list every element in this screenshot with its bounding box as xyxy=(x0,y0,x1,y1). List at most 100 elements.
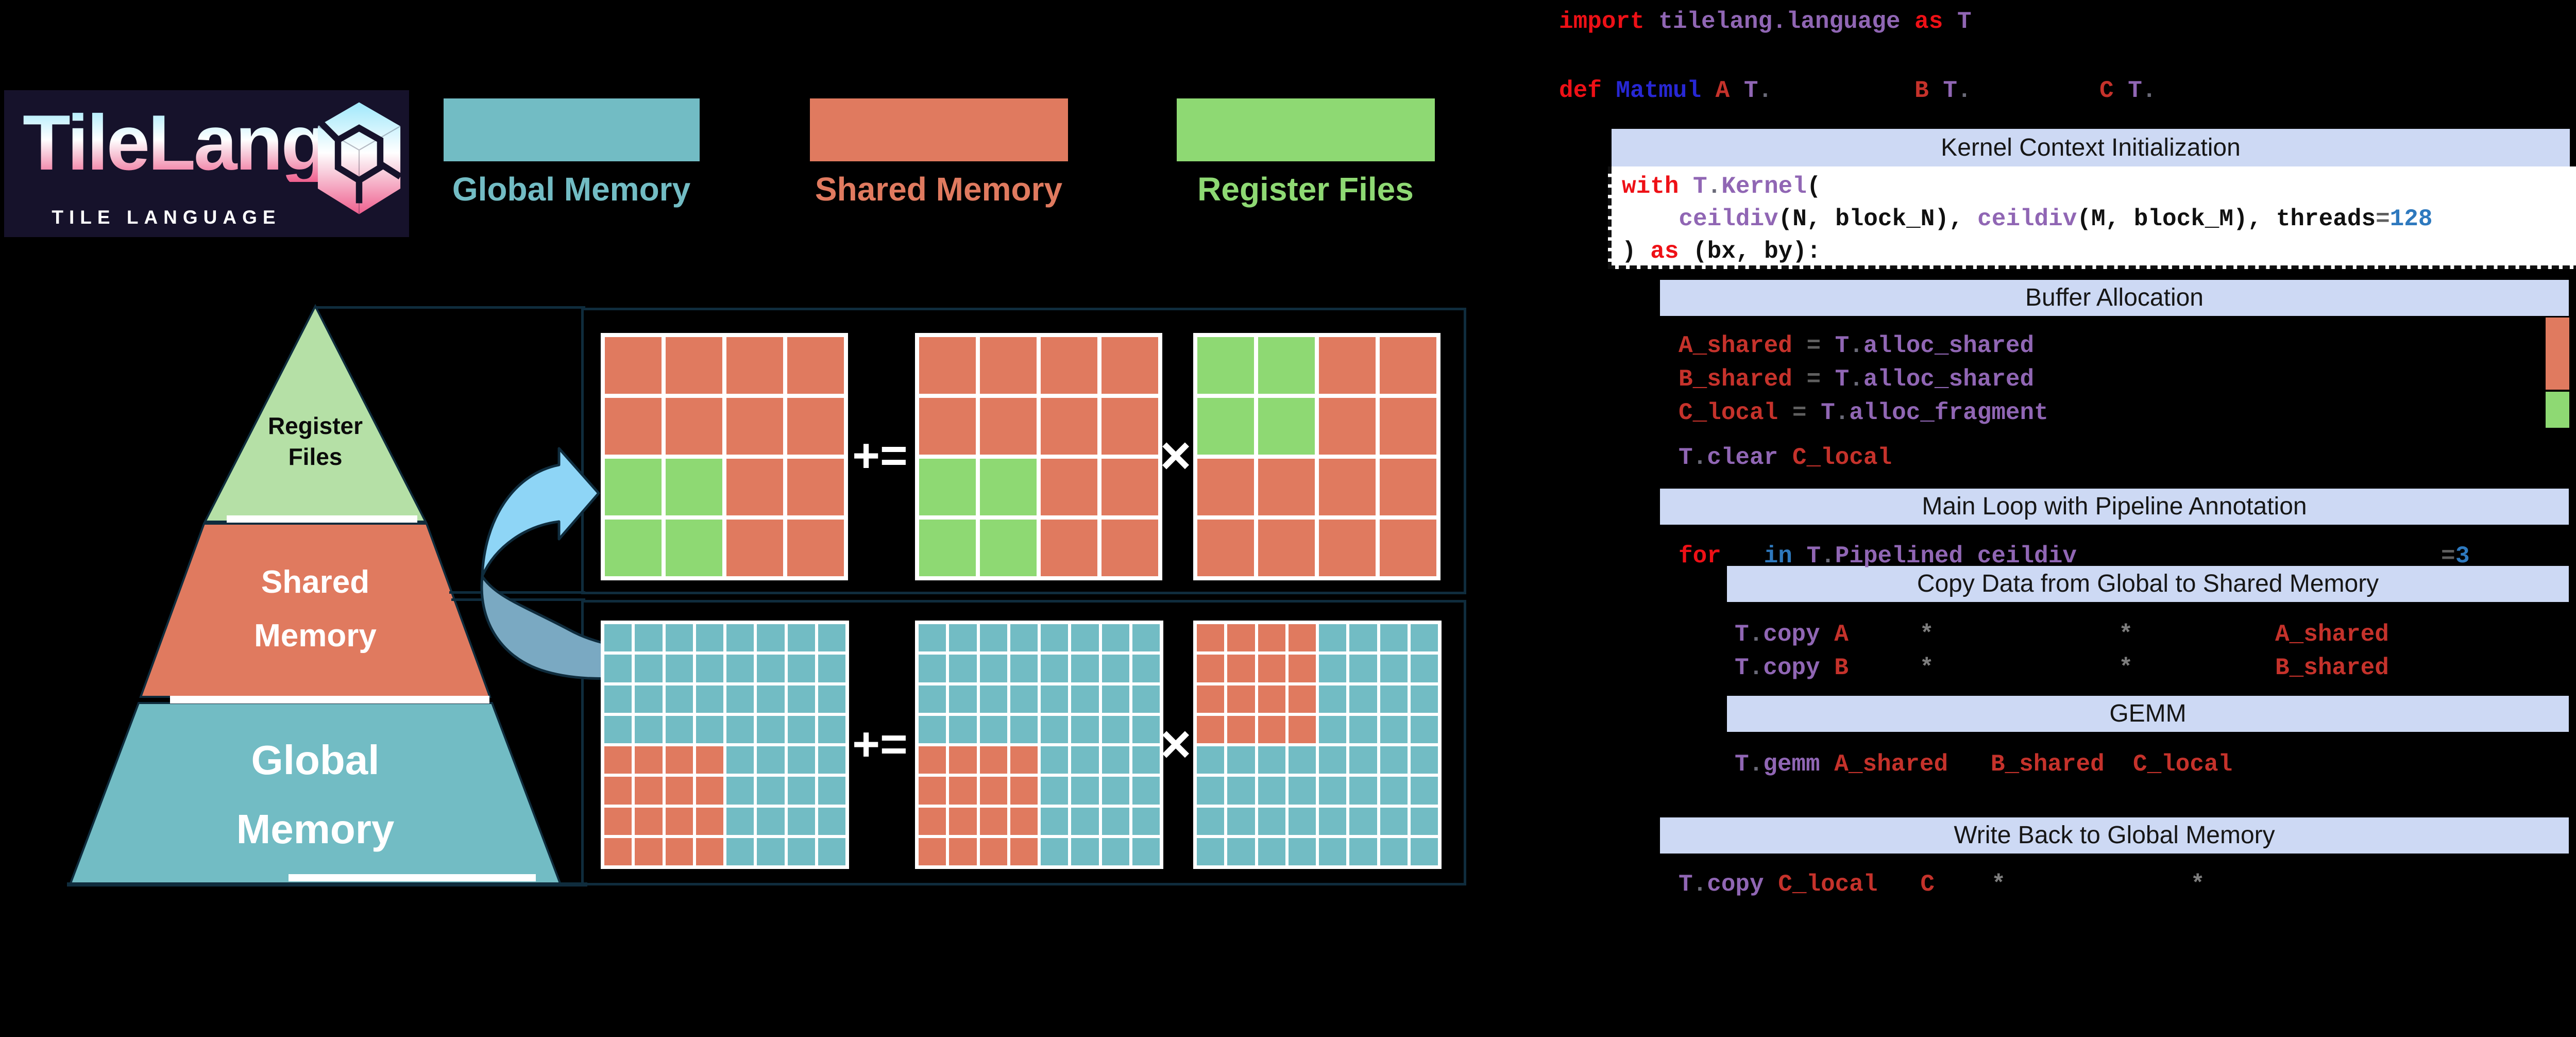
matrix-cell xyxy=(726,807,754,835)
matrix-cell xyxy=(1010,838,1038,865)
matrix-cell xyxy=(949,746,977,774)
matrix-cell xyxy=(666,398,722,455)
matrix-cell xyxy=(1319,746,1347,774)
tier-separator-1 xyxy=(227,515,417,523)
matrix-cell xyxy=(1258,337,1315,394)
kernel-context-code-box xyxy=(1608,166,2576,269)
matrix-cell xyxy=(1380,777,1408,805)
code-token: ceildiv xyxy=(1679,206,1778,232)
code-token xyxy=(1935,871,1991,898)
matrix-cell xyxy=(665,655,693,682)
line-for: for in T.Pipelined ceildiv=3 xyxy=(1679,543,2470,570)
matrix-cell xyxy=(1041,624,1069,652)
matrix-cell xyxy=(1041,685,1069,713)
matrix-cell xyxy=(757,838,785,865)
matrix-cell xyxy=(1227,685,1255,713)
matrix-cell xyxy=(1132,838,1160,865)
matrix-cell xyxy=(1380,459,1436,515)
matrix-cell xyxy=(1132,624,1160,652)
matrix-cell xyxy=(635,777,663,805)
matrix-cell xyxy=(1010,746,1038,774)
matrix-cell xyxy=(787,520,844,576)
header-kernel-context: Kernel Context Initialization xyxy=(1612,129,2570,166)
matrix-cell xyxy=(1319,777,1347,805)
matrix-cell xyxy=(1197,807,1225,835)
matrix-cell xyxy=(818,655,845,682)
code-token: T xyxy=(1943,77,1957,104)
matrix-cell xyxy=(1197,685,1225,713)
code-token: T xyxy=(1735,751,1749,778)
matrix-cell xyxy=(818,746,845,774)
matrix-cell xyxy=(1101,838,1129,865)
code-token: T xyxy=(1821,399,1835,426)
matrix-cell xyxy=(1101,685,1129,713)
tier-separator-2 xyxy=(170,696,489,704)
code-token: 128 xyxy=(2389,206,2433,232)
matrix-cell xyxy=(1380,838,1408,865)
plus-equals-upper: += xyxy=(852,429,908,482)
matrix-cell xyxy=(1349,685,1377,713)
matrix-cell xyxy=(696,838,723,865)
matrix-cell xyxy=(979,807,1007,835)
code-token: * xyxy=(1991,871,2006,898)
line-copy-a: T.copy A * * A_shared xyxy=(1735,621,2389,648)
matrix-cell xyxy=(696,746,723,774)
matrix-cell xyxy=(949,807,977,835)
matrix-cell xyxy=(1010,807,1038,835)
matrix-cell xyxy=(1227,838,1255,865)
code-token: C xyxy=(1920,871,1935,898)
matrix-cell xyxy=(1380,715,1408,743)
code-token: B_shared xyxy=(2275,655,2389,681)
code-token: with xyxy=(1622,173,1693,200)
code-token: import xyxy=(1559,8,1659,35)
code-token: Matmul xyxy=(1616,77,1716,104)
matrix-cell xyxy=(919,624,946,652)
tier-label-line: Register xyxy=(267,412,363,439)
code-token: ceildiv xyxy=(1977,543,2077,570)
legend-swatch-green xyxy=(1177,98,1435,161)
matrix-cell xyxy=(1197,746,1225,774)
code-token: T xyxy=(1693,173,1707,200)
matrix-cell xyxy=(1101,624,1129,652)
code-token: T xyxy=(1743,77,1758,104)
matrix-cell xyxy=(787,655,815,682)
matrix-cell xyxy=(1319,337,1376,394)
code-token: * xyxy=(2119,655,2133,681)
matrix-cell xyxy=(818,838,845,865)
tilelang-logo-panel: TileLang TILE LANGUAGE xyxy=(4,90,409,237)
matrix-cell xyxy=(635,685,663,713)
matrix-cell xyxy=(979,777,1007,805)
code-token: alloc_shared xyxy=(1863,366,2035,393)
code-token: A_shared xyxy=(1679,332,1807,359)
matrix-cell xyxy=(1380,520,1436,576)
code-token: T xyxy=(1735,621,1749,648)
code-token: T xyxy=(1679,444,1693,471)
matrix-cell xyxy=(1197,520,1254,576)
code-token: T xyxy=(1835,332,1850,359)
matrix-cell xyxy=(1410,777,1438,805)
matrix-cell xyxy=(919,459,976,515)
matrix-cell xyxy=(979,838,1007,865)
code-token: ceildiv xyxy=(1977,206,2077,232)
matrix-cell xyxy=(1010,655,1038,682)
code-token: . xyxy=(1692,444,1707,471)
matrix-cell xyxy=(919,838,946,865)
matrix-cell xyxy=(1041,807,1069,835)
matrix-cell xyxy=(1258,624,1285,652)
code-token: copy xyxy=(1707,871,1778,898)
matrix-cell xyxy=(1288,624,1316,652)
connector-mid-line-upper xyxy=(449,591,585,594)
matrix-cell xyxy=(696,715,723,743)
code-token: (bx, by): xyxy=(1693,238,1821,265)
matrix-cell xyxy=(665,807,693,835)
code-token xyxy=(1948,751,1991,778)
connector-apex-line xyxy=(315,306,585,309)
matrix-cell xyxy=(1410,655,1438,682)
matrix-cell xyxy=(818,624,845,652)
matrix-cell xyxy=(604,746,632,774)
matrix-cell xyxy=(1132,655,1160,682)
code-token xyxy=(1735,543,1764,570)
matrix-cell xyxy=(1197,655,1225,682)
